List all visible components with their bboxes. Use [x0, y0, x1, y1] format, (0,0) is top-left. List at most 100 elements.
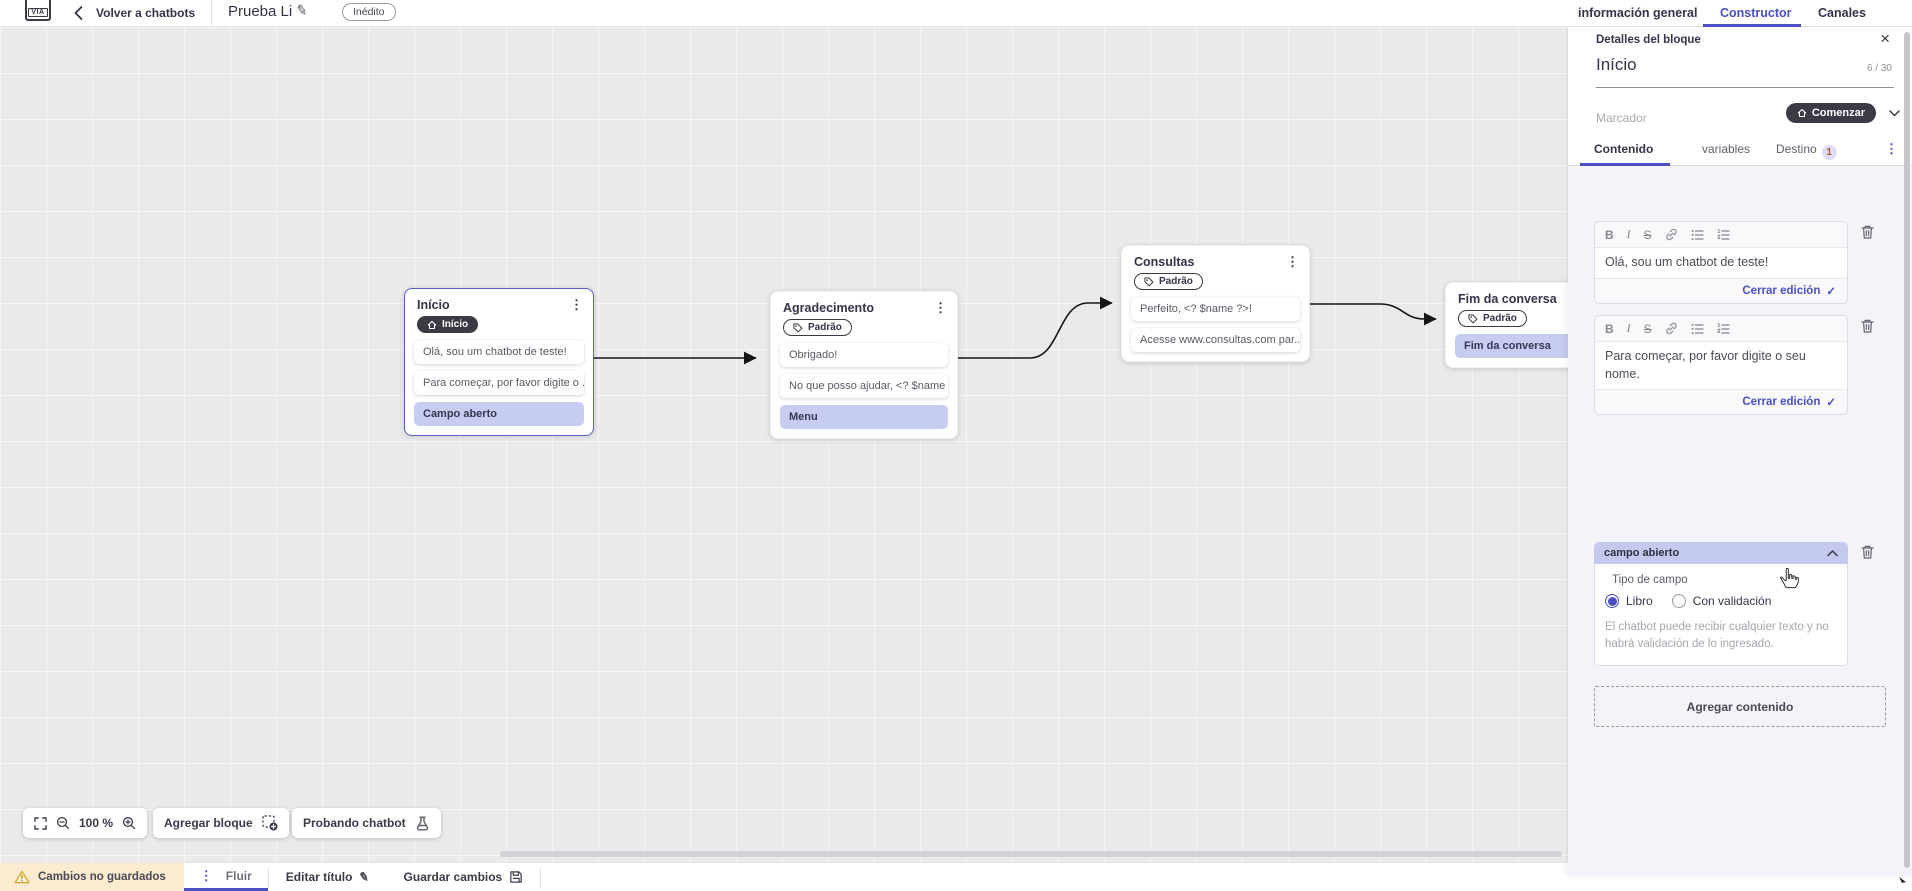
field-type-label: Tipo de campo [1612, 574, 1688, 586]
test-chatbot-button[interactable]: Probando chatbot [292, 808, 441, 838]
content-editor-1: B I S Olá, sou um chatbot de teste! Cerr… [1594, 221, 1848, 304]
canvas-horizontal-scrollbar[interactable] [500, 851, 1562, 857]
status-badge: Inédito [342, 3, 396, 21]
node-message-item[interactable]: Para começar, por favor digite o ... [414, 371, 584, 395]
back-button[interactable] [72, 5, 86, 21]
block-details-panel: Detalles del bloque × Início 6 / 30 Marc… [1568, 27, 1912, 876]
unsaved-changes-banner: Cambios no guardados [0, 863, 184, 891]
flow-tab[interactable]: ⋮ Fluir [183, 863, 268, 891]
edit-title-button[interactable]: Editar título ✎ [269, 863, 387, 891]
check-icon: ✓ [1826, 285, 1836, 298]
zoom-in-icon[interactable] [122, 816, 136, 830]
node-menu-item[interactable]: Menu [780, 405, 948, 429]
add-block-button[interactable]: Agregar bloque [153, 808, 289, 838]
tab-informacion-general[interactable]: información general [1578, 6, 1698, 20]
scroll-corner-mark [1898, 874, 1908, 884]
marker-placeholder[interactable]: Marcador [1596, 111, 1647, 125]
tab-variables[interactable]: variables [1702, 142, 1751, 156]
edit-title-label: Editar título [285, 870, 353, 884]
radio-unchecked-icon[interactable] [1671, 594, 1686, 608]
italic-icon[interactable]: I [1626, 227, 1631, 241]
add-block-label: Agregar bloque [164, 816, 253, 830]
tag-icon [1468, 313, 1478, 323]
node-title: Fim da conversa [1458, 292, 1557, 306]
link-icon[interactable] [1665, 322, 1678, 335]
open-field-body: Tipo de campo Libro Con validación El ch… [1594, 564, 1848, 667]
zoom-out-icon[interactable] [56, 816, 70, 830]
add-block-icon [262, 815, 278, 831]
node-agradecimento[interactable]: Agradecimento ⋮ Padrão Obrigado! No que … [770, 291, 958, 439]
tab-canales[interactable]: Canales [1818, 6, 1866, 20]
close-icon[interactable]: × [1880, 29, 1890, 48]
tab-contenido[interactable]: Contenido [1594, 142, 1654, 156]
node-message-item[interactable]: No que posso ajudar, <? $name ... [780, 374, 948, 398]
node-fim-da-conversa[interactable]: Fim da conversa ⋮ Padrão Fim da conversa [1445, 282, 1568, 368]
edit-title-pencil-icon[interactable]: ✎ [294, 1, 310, 19]
save-icon [510, 871, 522, 883]
block-name-input[interactable]: Início [1596, 55, 1894, 88]
node-type-badge: Padrão [1458, 310, 1527, 327]
node-inicio[interactable]: Início ⋮ Início Olá, sou um chatbot de t… [404, 288, 594, 436]
panel-body: B I S Olá, sou um chatbot de teste! Cerr… [1568, 166, 1912, 876]
home-icon [1797, 108, 1807, 118]
node-message-item[interactable]: Obrigado! [780, 343, 948, 367]
active-panel-tab-underline [1580, 163, 1670, 166]
numbered-list-icon[interactable] [1717, 228, 1730, 241]
open-field-section: campo abierto Tipo de campo Libro Con va… [1594, 542, 1848, 667]
close-edit-button[interactable]: Cerrar edición ✓ [1742, 396, 1836, 409]
radio-option-con-validacion[interactable]: Con validación [1671, 594, 1771, 608]
bulleted-list-icon[interactable] [1691, 229, 1704, 241]
bold-icon[interactable]: B [1605, 227, 1614, 242]
node-consultas[interactable]: Consultas ⋮ Padrão Perfeito, <? $name ?>… [1121, 245, 1310, 362]
radio-checked-icon[interactable] [1605, 594, 1619, 608]
node-menu-kebab-icon[interactable]: ⋮ [570, 297, 583, 312]
delete-content-icon[interactable] [1860, 224, 1875, 240]
chevron-down-icon[interactable] [1889, 110, 1900, 117]
numbered-list-icon[interactable] [1717, 322, 1730, 335]
tag-icon [1144, 276, 1154, 286]
italic-icon[interactable]: I [1626, 321, 1631, 335]
chatbot-title[interactable]: Prueba Li [228, 3, 293, 20]
bulleted-list-icon[interactable] [1691, 323, 1704, 335]
flow-canvas[interactable]: Início ⋮ Início Olá, sou um chatbot de t… [0, 27, 1568, 862]
back-label[interactable]: Volver a chatbots [96, 6, 196, 20]
fullscreen-icon[interactable] [34, 816, 47, 830]
node-title: Agradecimento [783, 301, 874, 315]
test-chatbot-label: Probando chatbot [303, 816, 406, 830]
close-edit-button[interactable]: Cerrar edición ✓ [1742, 284, 1836, 298]
node-message-item[interactable]: Olá, sou um chatbot de teste! [414, 340, 584, 364]
link-icon[interactable] [1665, 228, 1678, 241]
panel-tabs-kebab-icon[interactable]: ⋮ [1885, 141, 1898, 156]
node-message-item[interactable]: Perfeito, <? $name ?>! [1131, 297, 1300, 321]
delete-content-icon[interactable] [1860, 544, 1875, 560]
flow-tab-kebab-icon[interactable]: ⋮ [199, 867, 213, 883]
strikethrough-icon[interactable]: S [1643, 321, 1652, 336]
node-menu-kebab-icon[interactable]: ⋮ [1286, 254, 1299, 269]
node-menu-kebab-icon[interactable]: ⋮ [934, 300, 947, 315]
save-changes-button[interactable]: Guardar cambios [387, 863, 541, 891]
top-bar: VIA Volver a chatbots Prueba Li ✎ Inédit… [0, 0, 1912, 27]
app-logo-text: VIA [28, 8, 48, 17]
node-open-field-item[interactable]: Campo aberto [414, 402, 584, 426]
bold-icon[interactable]: B [1605, 321, 1614, 336]
add-content-button[interactable]: Agregar contenido [1594, 686, 1886, 727]
edge-consultas-fim [1310, 303, 1437, 326]
message-text-input[interactable]: Olá, sou um chatbot de teste! [1595, 247, 1847, 279]
strikethrough-icon[interactable]: S [1643, 227, 1652, 242]
chevron-left-icon [74, 6, 83, 20]
panel-vertical-scrollbar[interactable] [1904, 32, 1910, 868]
delete-content-icon[interactable] [1860, 318, 1875, 334]
app-logo-icon[interactable]: VIA [25, 0, 51, 21]
node-message-item[interactable]: Acesse www.consultas.com par... [1131, 328, 1300, 352]
open-field-header[interactable]: campo abierto [1594, 542, 1848, 564]
tab-constructor[interactable]: Constructor [1720, 6, 1792, 20]
node-end-item[interactable]: Fim da conversa [1455, 334, 1568, 358]
message-text-input[interactable]: Para começar, por favor digite o seu nom… [1595, 341, 1847, 390]
flow-tab-label: Fluir [225, 868, 252, 883]
destino-count-badge: 1 [1821, 145, 1837, 160]
edge-agradecimento-consultas [958, 296, 1113, 359]
radio-option-libro[interactable]: Libro [1605, 594, 1653, 608]
marker-value-badge[interactable]: Comenzar [1785, 103, 1876, 123]
